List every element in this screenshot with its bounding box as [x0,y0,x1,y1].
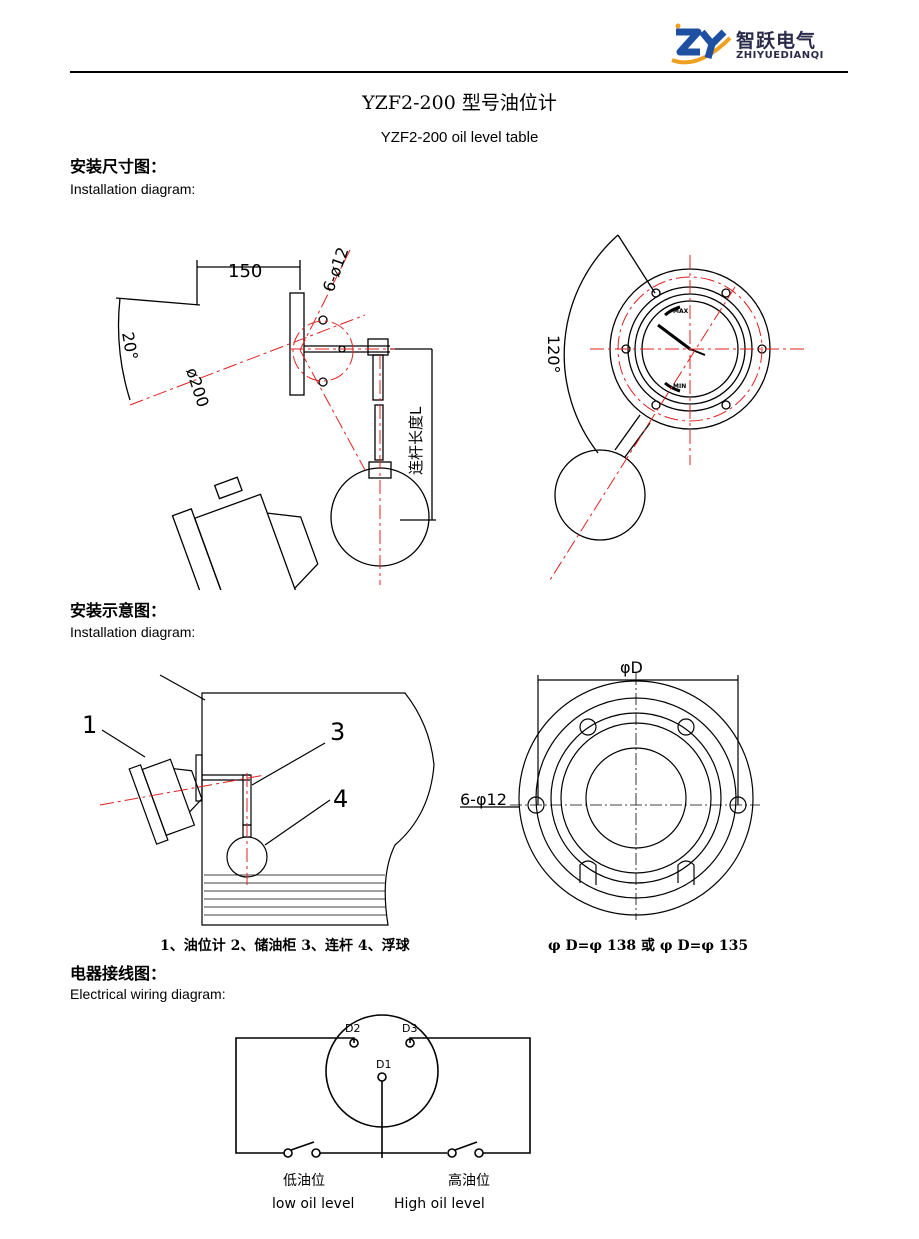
oil-tank [201,692,435,926]
dim-hole-label: 6-ø12 [319,245,353,295]
logo-mark-icon [671,23,732,65]
section-install-dim-subtitle: Installation diagram: [70,181,196,197]
dim-angle-label: 20° [118,330,142,361]
terminal-d2-label: D2 [345,1022,360,1035]
part-label-1: 1 [82,711,97,739]
section-install-dim-title: 安装尺寸图： [70,157,167,176]
high-level-label-cn: 高油位 [448,1172,490,1189]
terminal-d1 [377,1072,387,1082]
sketch-legend: 1、油位计 2、储油柜 3、连杆 4、浮球 [160,938,410,954]
page-subtitle: YZF2-200 oil level table [380,129,539,146]
flange-diameter-label: φD [620,658,643,677]
installation-dimension-drawing: 150 6-ø12 20° ø200 连杆长度L 120° MAX MIN [115,234,805,590]
section-wiring-subtitle: Electrical wiring diagram: [70,986,226,1002]
installation-sketch: 1 3 4 φD 6-φ12 [82,658,760,926]
terminal-d3-label: D3 [402,1022,417,1035]
brand-name-en: ZHIYUEDIANQI [736,50,824,61]
gauge-max-label: MAX [673,308,689,315]
dim-front-angle-label: 120° [544,335,563,374]
terminal-box [213,476,243,500]
page-title: YZF2-200 型号油位计 [362,92,557,114]
gauge-min-label: MIN [673,383,686,390]
section-wiring-title: 电器接线图： [70,964,167,983]
dim-rod-label: 连杆长度L [407,406,425,475]
high-switch-contact-a [447,1148,457,1158]
high-switch-contact-b [474,1148,484,1158]
low-switch-contact-a [283,1148,293,1158]
dim-diameter-label: ø200 [182,365,213,409]
flange-holes-label: 6-φ12 [460,790,507,809]
low-level-label-cn: 低油位 [283,1173,325,1189]
section-install-sketch-subtitle: Installation diagram: [70,624,196,640]
flange-caption: φ D=φ 138 或 φ D=φ 135 [548,938,749,954]
header-divider [70,71,848,73]
part-label-3: 3 [330,718,345,746]
low-level-label-en: low oil level [272,1196,354,1212]
side-flange [289,292,305,396]
front-float-ball [554,449,646,541]
low-switch-contact-b [311,1148,321,1158]
brand-name-cn: 智跃电气 [736,30,817,52]
section-install-sketch-title: 安装示意图： [70,601,167,620]
dim-width-label: 150 [228,261,262,282]
part-label-4: 4 [333,785,348,813]
company-logo [668,20,848,68]
high-level-label-en: High oil level [394,1196,485,1212]
wiring-diagram: D2 D3 D1 低油位 low oil level 高油位 High oil … [235,1014,531,1212]
terminal-d1-label: D1 [376,1058,391,1071]
